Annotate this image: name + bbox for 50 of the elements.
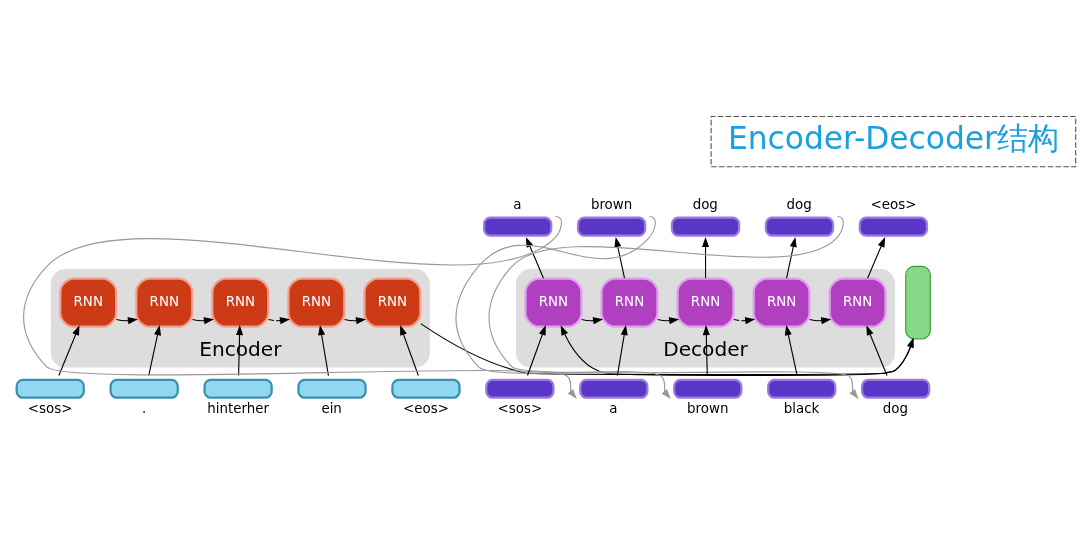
node-label: dog: [786, 196, 812, 212]
node-box: RNN: [211, 277, 270, 328]
node-label: <eos>: [870, 196, 917, 212]
node-label: dog: [692, 196, 718, 212]
arrow: [148, 324, 161, 376]
arrow: [581, 316, 604, 324]
node-label: a: [609, 400, 618, 416]
node-label: brown: [687, 400, 729, 416]
arrow: [866, 324, 888, 376]
arrow: [318, 324, 330, 376]
node-box: RNN: [524, 277, 583, 328]
node-label: .: [141, 400, 147, 416]
arrow: [400, 324, 419, 376]
arrow: [786, 236, 797, 279]
arrow: [867, 236, 886, 279]
arrow: [525, 236, 545, 279]
node-box: RNN: [828, 277, 887, 328]
arrow: [526, 324, 546, 376]
node-bar: [905, 265, 931, 340]
arrow: [614, 236, 626, 279]
node-box: RNN: [135, 277, 194, 328]
arrow: [616, 324, 628, 376]
node-label: hinterher: [207, 400, 270, 416]
arrow: [784, 324, 798, 376]
node-box: RNN: [676, 277, 735, 328]
node-box: RNN: [59, 277, 118, 328]
arrow: [191, 316, 214, 324]
node-box: RNN: [600, 277, 659, 328]
node-box: RNN: [752, 277, 811, 328]
node-label: <sos>: [27, 400, 73, 416]
node-label: dog: [882, 400, 909, 416]
arrow: [420, 322, 914, 375]
node-label: ein: [321, 400, 342, 416]
arrow: [809, 316, 832, 324]
arrow: [268, 316, 291, 324]
node-box: Encoder-Decoder结构: [710, 115, 1077, 167]
arrow: [657, 316, 680, 324]
node-label: a: [513, 196, 522, 212]
arrow: [733, 316, 756, 324]
arrow: [58, 324, 80, 376]
node-box: RNN: [363, 277, 422, 328]
node-label: <eos>: [403, 400, 449, 416]
arrow: [560, 324, 914, 376]
node-label: black: [783, 400, 820, 416]
arrow: [344, 316, 367, 324]
arrow: [115, 316, 138, 324]
node-box: RNN: [287, 277, 346, 328]
arrow: [702, 236, 710, 279]
node-label: brown: [590, 196, 633, 212]
node-label: <sos>: [497, 400, 543, 416]
